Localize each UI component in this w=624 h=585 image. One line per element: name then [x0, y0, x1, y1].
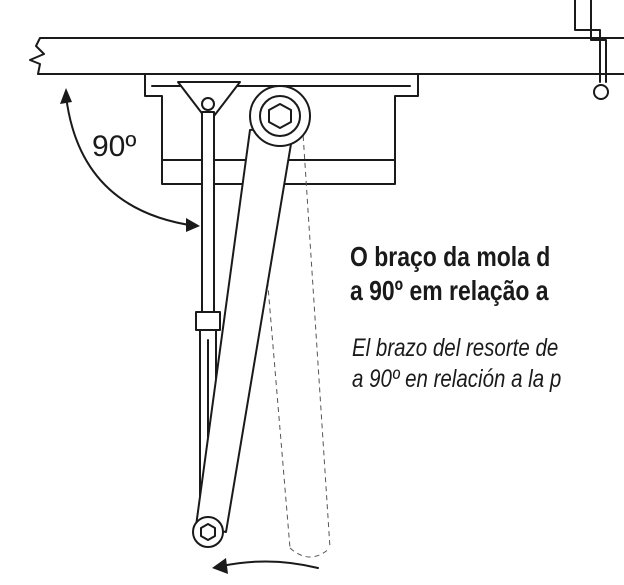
caption-spanish: El brazo del resorte de a 90º en relació…: [352, 333, 561, 395]
arm-bracket: [177, 81, 241, 117]
caption-pt-line-2: a 90º em relação a: [350, 275, 549, 306]
hinge-pin: [593, 84, 609, 100]
elbow-hex-icon: [200, 523, 216, 541]
arm-alternate-position: [253, 117, 331, 558]
arrowhead-right-icon: [186, 218, 200, 232]
arrowhead-left-icon: [212, 558, 228, 574]
door-panel: [29, 37, 624, 75]
frame-detail: [574, 0, 609, 100]
caption-es-line-1: El brazo del resorte de: [352, 334, 559, 362]
caption-pt-line-1: O braço da mola d: [350, 241, 551, 272]
rotation-arrow: [212, 558, 319, 574]
bracket-pivot: [201, 97, 215, 111]
angle-arc: [60, 88, 200, 232]
angle-label: 90º: [92, 130, 136, 163]
main-arm: [195, 85, 311, 533]
arrowhead-up-icon: [60, 88, 72, 104]
caption-es-line-2: a 90º en relación a la p: [352, 365, 562, 393]
caption-portuguese: O braço da mola d a 90º em relação a: [350, 240, 550, 308]
elbow-joint: [192, 516, 224, 548]
hex-bolt-icon: [268, 103, 292, 129]
